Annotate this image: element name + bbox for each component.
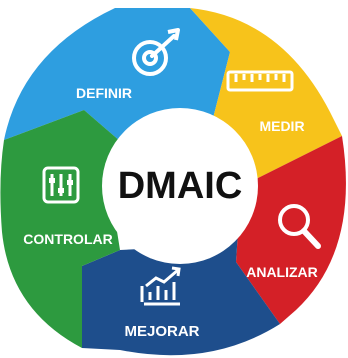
center-title: DMAIC: [118, 165, 243, 207]
definir-label: DEFINIR: [76, 85, 132, 101]
mejorar-label: MEJORAR: [124, 323, 199, 340]
ruler-icon: [226, 70, 294, 92]
medir-label: MEDIR: [259, 118, 304, 134]
segment-mejorar: [82, 232, 280, 356]
segment-analizar: [236, 136, 346, 324]
analizar-label: ANALIZAR: [246, 264, 318, 280]
controlar-label: CONTROLAR: [23, 231, 112, 247]
center-circle: [102, 108, 258, 264]
magnifier-icon: [278, 204, 321, 249]
sliders-icon: [42, 166, 80, 204]
segment-controlar: [0, 110, 128, 348]
target-icon: [132, 28, 180, 76]
bar-chart-icon: [140, 266, 181, 306]
